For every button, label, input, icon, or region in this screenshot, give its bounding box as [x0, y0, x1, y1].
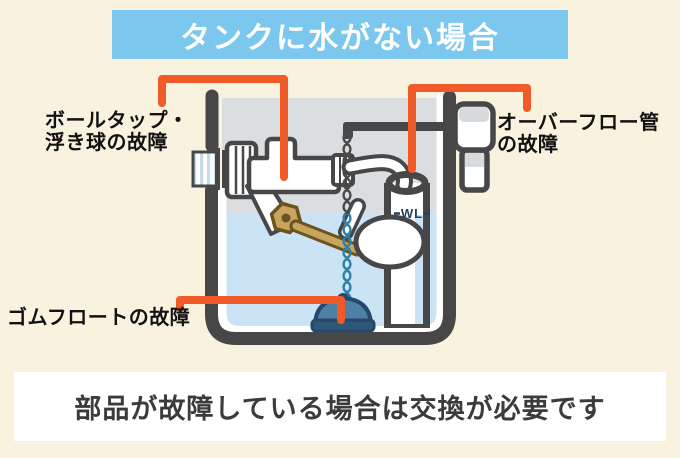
label-ball-tap-failure: ボールタップ・ 浮き球の故障	[45, 110, 189, 154]
chain	[341, 132, 353, 303]
label-ball-tap-line2: 浮き球の故障	[45, 132, 168, 154]
title-banner: タンクに水がない場合	[112, 10, 568, 59]
label-overflow-pipe-failure: オーバーフロー管 の故障	[497, 112, 660, 156]
water-level-label: WL	[401, 206, 423, 221]
flush-handle	[452, 101, 496, 193]
tank-wall	[205, 90, 456, 345]
callout-line-rubber-float	[176, 296, 345, 324]
label-rubber-float-text: ゴムフロートの故障	[7, 307, 191, 329]
callout-line-overflow-pipe	[408, 84, 531, 173]
label-ball-tap-line1: ボールタップ・	[45, 110, 189, 132]
callout-line-ball-tap	[158, 75, 288, 181]
footer-message-text: 部品が故障している場合は交換が必要です	[74, 394, 606, 424]
float-ball	[353, 214, 427, 270]
label-rubber-float-failure: ゴムフロートの故障	[7, 307, 190, 329]
title-banner-text: タンクに水がない場合	[180, 21, 500, 55]
label-overflow-line1: オーバーフロー管	[497, 112, 660, 134]
label-overflow-line2: の故障	[497, 134, 559, 156]
overflow-pipe-mouth	[385, 171, 429, 195]
refill-tube	[341, 154, 429, 195]
water-level-marker: WL	[394, 206, 430, 221]
footer-message-box: 部品が故障している場合は交換が必要です	[14, 372, 666, 441]
